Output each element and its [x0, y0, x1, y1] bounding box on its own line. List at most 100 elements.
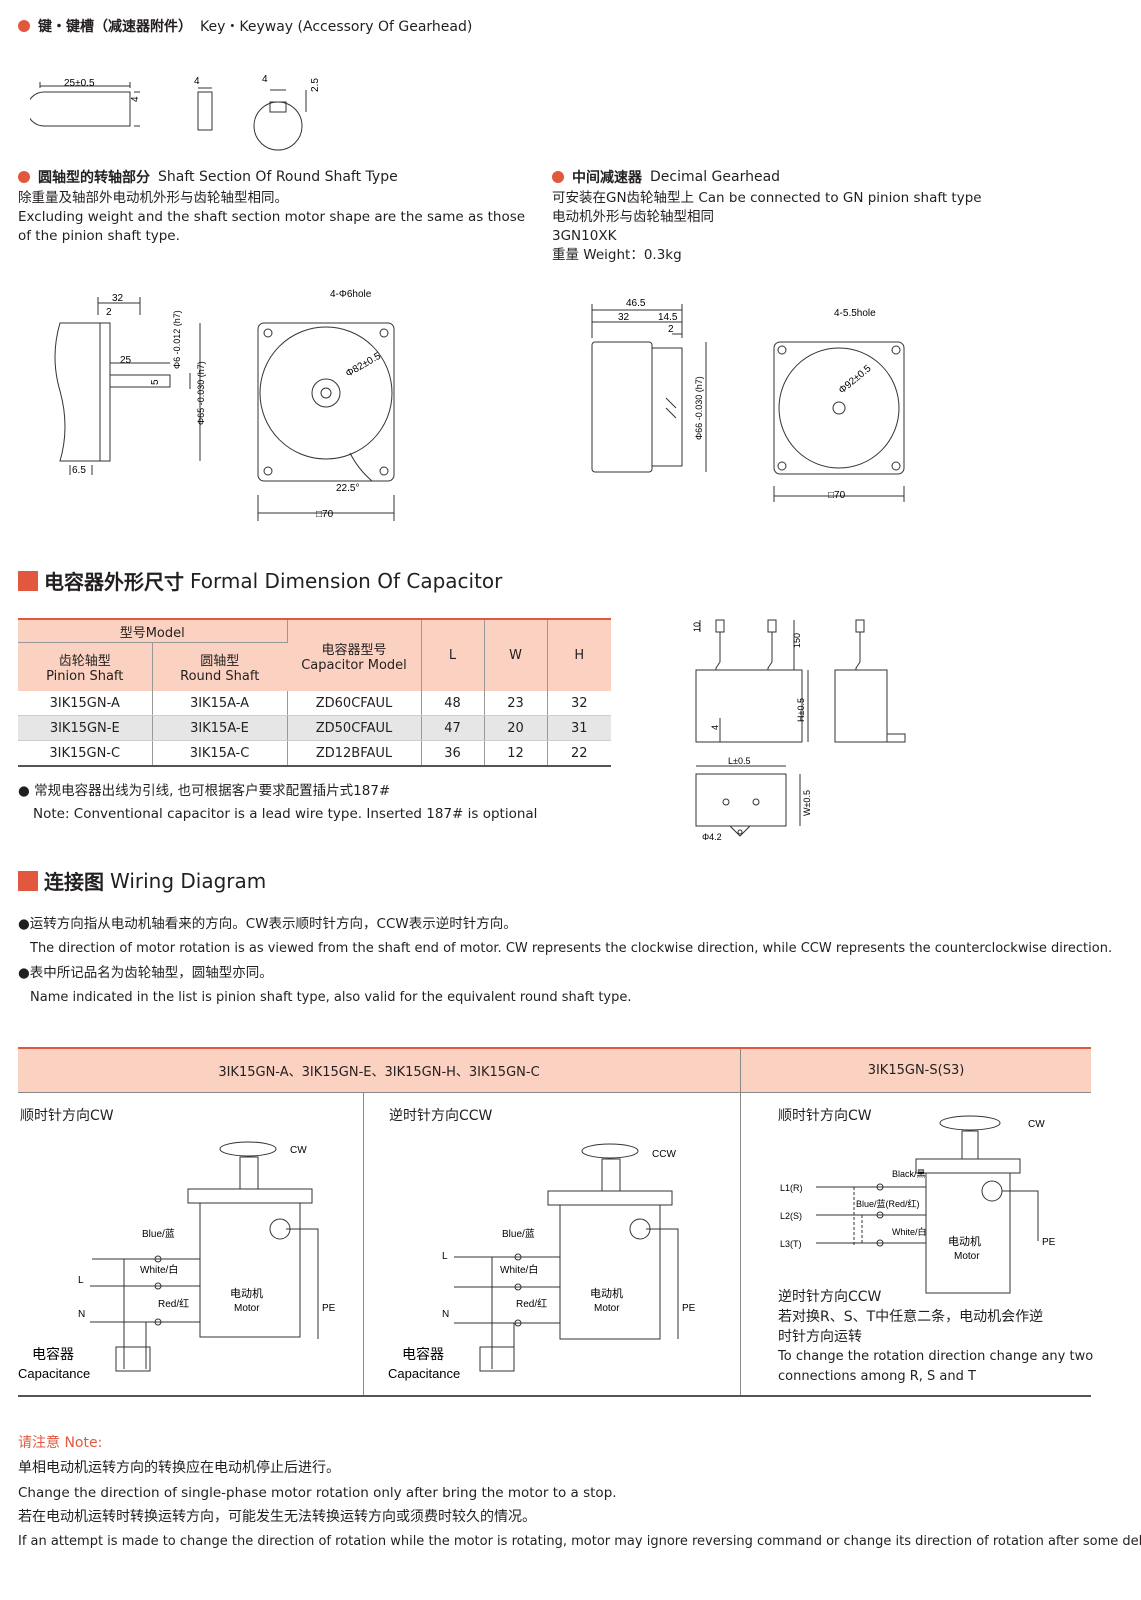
ccw-wiring-diagram: CCW Blue/蓝 White/白 Red/红 L N PE 电动机 Moto…: [388, 1143, 696, 1381]
column-divider: [740, 1049, 741, 1395]
wire-white: White/白: [140, 1263, 178, 1276]
bullet-dot-icon: [552, 171, 564, 183]
dim-holes: 4-5.5hole: [834, 308, 876, 319]
motor-label-en: Motor: [954, 1251, 980, 1262]
decimal-gearhead-line3: 3GN10XK: [552, 228, 617, 244]
cw-panel-title: 顺时针方向CW: [20, 1108, 114, 1124]
slot-width-dim: 4: [262, 74, 268, 85]
s3-ccw-line2: 时针方向运转: [778, 1329, 862, 1345]
wiring-col2-header: 3IK15GN-S(S3): [741, 1049, 1091, 1092]
header-round-en: Round Shaft: [180, 669, 260, 684]
cell-pinion: 3IK15GN-A: [18, 691, 153, 716]
s3-wiring-diagram: CW Black/黑 Blue/蓝(Red/红) White/白 L1(R) L…: [780, 1115, 1056, 1294]
terminal-n: N: [442, 1309, 449, 1320]
motor-label-cn: 电动机: [948, 1234, 981, 1248]
capacitor-note-cn: ● 常规电容器出线为引线, 也可根据客户要求配置插片式187#: [18, 783, 391, 799]
dim-10: 10: [692, 622, 702, 632]
header-cap-cn: 电容器型号: [321, 642, 387, 658]
dim-holes: 4-Φ6hole: [330, 289, 372, 300]
capacitor-table: 型号Model 电容器型号 Capacitor Model L W H 齿轮轴型…: [18, 618, 611, 767]
key-keyway-drawing: 25±0.5 4 4 4 2.5: [30, 74, 321, 151]
s3-ccw-line1: 若对换R、S、T中任意二条，电动机会作逆: [778, 1309, 1044, 1325]
dim-pcd: Φ92±0.5: [837, 363, 874, 396]
note-heading: 请注意 Note:: [18, 1435, 103, 1451]
wire-black: Black/黑: [892, 1169, 926, 1179]
header-divider: [18, 1092, 1091, 1093]
header-h: H: [547, 619, 611, 691]
header-pinion-en: Pinion Shaft: [46, 669, 124, 684]
bullet-dot-icon: [18, 20, 30, 32]
capacitor-note-en: Note: Conventional capacitor is a lead w…: [33, 806, 538, 822]
dim-pcd: Φ82±0.5: [344, 351, 383, 380]
header-capacitor-model: 电容器型号 Capacitor Model: [287, 619, 422, 691]
note-line3: 若在电动机运转时转换运转方向，可能发生无法转换运转方向或须费时较久的情况。: [18, 1509, 536, 1525]
round-shaft-title-cn: 圆轴型的转轴部分: [38, 170, 150, 186]
cell-h: 22: [547, 740, 611, 767]
capacitance-cn: 电容器: [402, 1346, 444, 1362]
header-l: L: [421, 619, 485, 691]
wire-white: White/白: [892, 1226, 927, 1237]
dim-l: L±0.5: [728, 756, 750, 766]
decimal-gearhead-heading: 中间减速器 Decimal Gearhead: [552, 167, 780, 187]
wire-blue: Blue/蓝: [142, 1228, 175, 1240]
round-shaft-title-en: Shaft Section Of Round Shaft Type: [158, 169, 398, 185]
key-width-dim: 4: [194, 76, 200, 87]
note-line2: Change the direction of single-phase mot…: [18, 1484, 617, 1501]
capacitor-heading: 电容器外形尺寸 Formal Dimension Of Capacitor: [18, 566, 502, 595]
terminal-l: L: [78, 1275, 84, 1286]
decimal-gearhead-title-en: Decimal Gearhead: [650, 169, 781, 185]
ccw-panel-title: 逆时针方向CCW: [389, 1108, 493, 1124]
column-divider: [363, 1092, 364, 1395]
header-cap-en: Capacitor Model: [301, 657, 407, 673]
dim-pilot-dia: Φ65 -0.030 (h7): [196, 361, 206, 425]
s3-ccw-line4: connections among R, S and T: [778, 1369, 976, 1384]
cw-arrow-label: CW: [290, 1145, 307, 1156]
terminal-l: L: [442, 1251, 448, 1262]
cell-w: 12: [484, 740, 548, 767]
capacitor-title-cn: 电容器外形尺寸: [44, 570, 184, 594]
wiring-title-cn: 连接图: [44, 870, 104, 894]
dim-14-5: 14.5: [658, 312, 678, 323]
decimal-gearhead-line4: 重量 Weight：0.3kg: [552, 247, 682, 263]
table-row: 3IK15GN-E 3IK15A-E ZD50CFAUL 47 20 31: [18, 715, 611, 741]
header-round-shaft: 圆轴型 Round Shaft: [152, 642, 287, 691]
dim-2: 2: [668, 324, 674, 335]
dim-square: □70: [828, 490, 846, 501]
table-row: 3IK15GN-C 3IK15A-C ZD12BFAUL 36 12 22: [18, 740, 611, 767]
decimal-gearhead-line2: 电动机外形与齿轮轴型相同: [552, 209, 714, 225]
key-title-cn: 键・键槽（减速器附件）: [38, 19, 192, 35]
cell-pinion: 3IK15GN-E: [18, 715, 153, 741]
dim-w: W±0.5: [802, 790, 812, 816]
dim-150: 150: [792, 633, 802, 648]
cell-l: 36: [421, 740, 485, 767]
wire-white: White/白: [500, 1263, 538, 1276]
table-row: 3IK15GN-A 3IK15A-A ZD60CFAUL 48 23 32: [18, 691, 611, 716]
dim-h: H±0.5: [796, 698, 806, 722]
cw-wiring-diagram: CW Blue/蓝 White/白 Red/红 L N PE 电动机 Motor…: [18, 1141, 336, 1381]
dim-5: 5: [150, 379, 161, 385]
terminal-l1: L1(R): [780, 1183, 803, 1193]
round-shaft-desc-line2: Excluding weight and the shaft section m…: [18, 209, 526, 225]
dim-angle: 22.5°: [336, 483, 359, 494]
key-height-dim: 4: [130, 96, 141, 102]
key-section-heading: 键・键槽（减速器附件） Key・Keyway (Accessory Of Gea…: [18, 16, 472, 36]
terminal-l3: L3(T): [780, 1239, 802, 1249]
decimal-gearhead-title-cn: 中间减速器: [572, 170, 642, 186]
section-square-icon: [18, 870, 38, 891]
cell-l: 48: [421, 691, 485, 716]
capacitance-en: Capacitance: [18, 1366, 90, 1381]
cell-cap-model: ZD12BFAUL: [287, 740, 422, 767]
dim-32: 32: [112, 293, 124, 304]
wiring-desc-line4: Name indicated in the list is pinion sha…: [30, 989, 632, 1005]
wiring-desc: ●运转方向指从电动机轴看来的方向。CW表示顺时针方向，CCW表示逆时针方向。 T…: [18, 912, 1112, 1010]
capacitor-drawing: 10 150 H±0.5 4 L±0.5 W±0.5 Φ4.2: [692, 619, 906, 842]
capacitance-cn: 电容器: [32, 1346, 74, 1362]
dim-46-5: 46.5: [626, 298, 646, 309]
cell-cap-model: ZD60CFAUL: [287, 691, 422, 716]
decimal-gearhead-drawing: 46.5 32 14.5 2 Φ66 -0.030 (h7) 4-5.5hole…: [591, 298, 905, 502]
key-title-en: Key・Keyway (Accessory Of Gearhead): [200, 19, 473, 35]
dim-25: 25: [120, 355, 132, 366]
wiring-col1-header: 3IK15GN-A、3IK15GN-E、3IK15GN-H、3IK15GN-C: [18, 1049, 740, 1092]
dim-4: 4: [710, 725, 720, 730]
key-length-dim: 25±0.5: [64, 78, 95, 89]
